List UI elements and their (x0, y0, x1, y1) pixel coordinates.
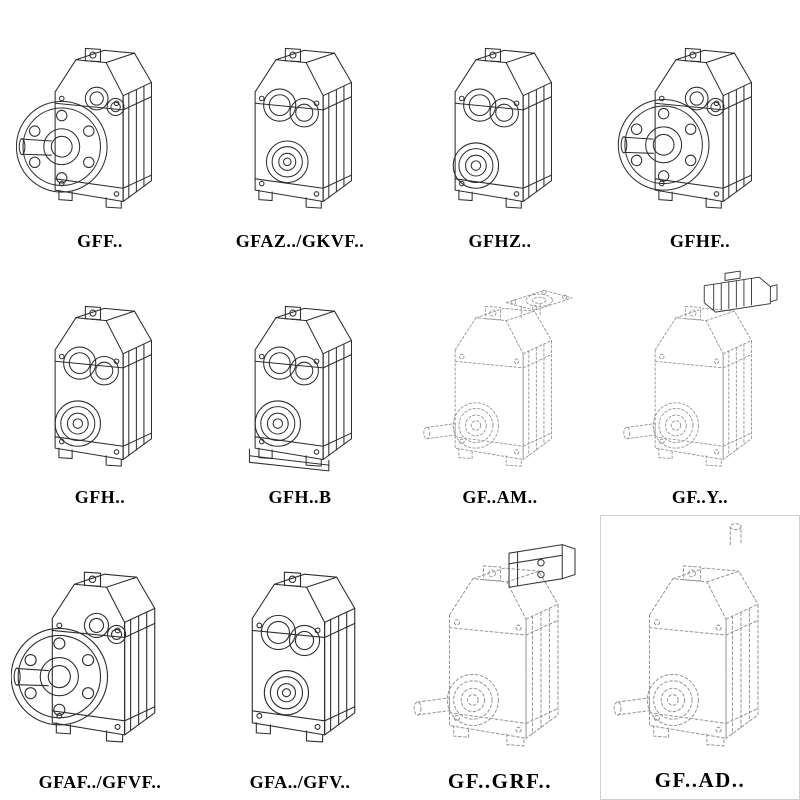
product-cell-gf-y: GF..Y.. (600, 259, 800, 515)
product-cell-gf-am: GF..AM.. (400, 259, 600, 515)
gearbox-flange-mounted-drawing (16, 0, 184, 232)
gearbox-label: GFH..B (268, 487, 332, 508)
product-cell-gfaf-gfvf: GFAF../GFVF.. (0, 515, 200, 800)
gearbox-label: GFH.. (74, 487, 126, 508)
gearbox-input-adapter-drawing (606, 516, 794, 769)
gearbox-label: GFHZ.. (468, 231, 532, 252)
gearbox-motor-adapter-drawing (416, 259, 584, 488)
product-cell-gfaz-gkvf: GFAZ../GKVF.. (200, 0, 400, 259)
gearbox-label: GFAF../GFVF.. (38, 772, 162, 793)
gearbox-label: GFAZ../GKVF.. (235, 231, 365, 252)
gearbox-hollow-shaft-bearing-drawing (416, 0, 584, 232)
gearbox-label: GFA../GFV.. (249, 772, 351, 793)
product-cell-gf-ad: GF..AD.. (600, 515, 800, 800)
gearbox-hollow-shaft-drawing (211, 515, 389, 773)
product-cell-gfhf: GFHF.. (600, 0, 800, 259)
product-cell-gfh: GFH.. (0, 259, 200, 515)
gearbox-label: GFHF.. (669, 231, 731, 252)
gearbox-shaft-mounted-base-drawing (216, 259, 384, 488)
product-cell-gfhz: GFHZ.. (400, 0, 600, 259)
gearbox-clamp-adapter-drawing (406, 515, 594, 770)
gearbox-hollow-shaft-drawing (216, 0, 384, 232)
gearbox-label: GF..GRF.. (447, 768, 553, 793)
gearbox-shaft-mounted-drawing (16, 259, 184, 488)
gearbox-with-motor-drawing (616, 259, 784, 488)
gearbox-flange-mounted-drawing (11, 515, 189, 773)
product-cell-gfh-b: GFH..B (200, 259, 400, 515)
gearbox-label: GF..Y.. (671, 487, 729, 508)
product-cell-gff: GFF.. (0, 0, 200, 259)
product-cell-gfa-gfv: GFA../GFV.. (200, 515, 400, 800)
gearbox-label: GFF.. (77, 231, 123, 252)
base-plate-edge (248, 454, 330, 466)
gearbox-label: GF..AD.. (654, 767, 746, 792)
gearbox-flange-mounted-drawing (616, 0, 784, 232)
product-cell-gf-grf: GF..GRF.. (400, 515, 600, 800)
gearbox-label: GF..AM.. (462, 487, 538, 508)
